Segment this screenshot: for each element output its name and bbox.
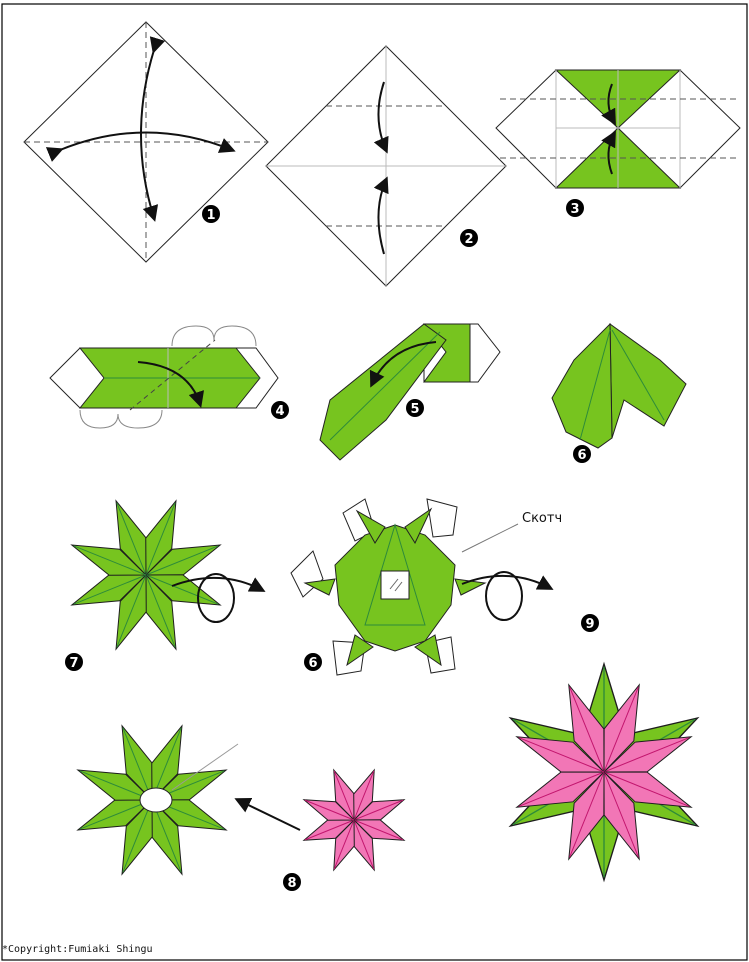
copyright-notice: *Copyright:Fumiaki Shingu (2, 944, 153, 955)
svg-text:1: 1 (206, 208, 215, 223)
step-badge-7: 7 (65, 653, 83, 671)
step-badge-6a: 6 (573, 445, 591, 463)
tape-label: Скотч (522, 511, 562, 526)
svg-text:3: 3 (570, 202, 579, 217)
step-3-diagram (496, 70, 740, 188)
step-8-pink-flower (300, 766, 408, 874)
step-badge-5: 5 (406, 399, 424, 417)
step-4-diagram (50, 326, 278, 428)
step-badge-4: 4 (271, 401, 289, 419)
svg-text:4: 4 (275, 404, 284, 419)
step-2-diagram (266, 46, 506, 286)
step-6-module (552, 324, 686, 448)
step-badge-8: 8 (283, 873, 301, 891)
final-flower (501, 664, 707, 880)
svg-text:5: 5 (410, 402, 419, 417)
step-badge-9: 9 (581, 614, 599, 632)
step-badge-3: 3 (566, 199, 584, 217)
step-badge-6b: 6 (304, 653, 322, 671)
step-badge-2: 2 (460, 229, 478, 247)
step-5-diagram (320, 324, 500, 460)
step-badge-1: 1 (202, 205, 220, 223)
svg-text:9: 9 (585, 617, 594, 632)
svg-text:8: 8 (287, 876, 296, 891)
svg-text:6: 6 (577, 448, 586, 463)
svg-text:7: 7 (69, 656, 78, 671)
step-7-flower (67, 496, 226, 655)
tape-pointer: Скотч (462, 511, 562, 552)
step-1-diagram (24, 22, 268, 262)
step-8-insert-arrow (238, 800, 300, 830)
step-6b-rotate-arrow (462, 572, 550, 620)
svg-text:2: 2 (464, 232, 473, 247)
step-6-back-view (291, 499, 485, 675)
svg-text:6: 6 (308, 656, 317, 671)
step-8-green-base (73, 721, 238, 880)
